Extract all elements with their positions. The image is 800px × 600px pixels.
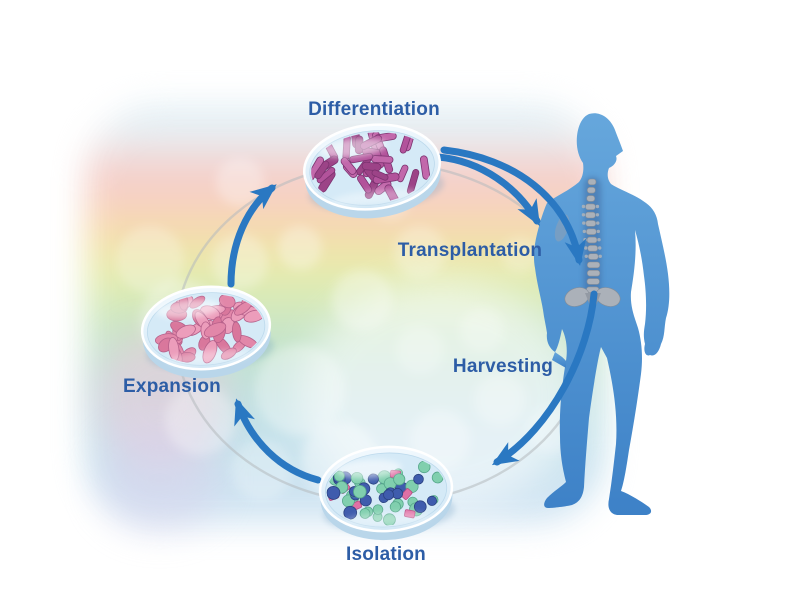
petri-dish-differentiation bbox=[302, 123, 445, 219]
human-body-silhouette bbox=[533, 113, 670, 515]
arrow-differentiation-to-spine bbox=[440, 146, 587, 266]
petri-dish-isolation bbox=[318, 445, 456, 541]
arrow-expansion-to-differentiation bbox=[227, 184, 277, 288]
arrow-differentiation-to-shoulder bbox=[434, 153, 541, 227]
spine-graphic bbox=[581, 177, 602, 299]
arrow-isolation-to-expansion bbox=[234, 398, 322, 484]
label-expansion: Expansion bbox=[123, 376, 221, 397]
label-differentiation: Differentiation bbox=[308, 99, 440, 120]
label-transplantation: Transplantation bbox=[397, 240, 543, 261]
arrow-harvesting bbox=[491, 290, 598, 466]
petri-dish-expansion bbox=[140, 285, 274, 379]
label-harvesting: Harvesting bbox=[452, 356, 554, 377]
label-isolation: Isolation bbox=[346, 544, 426, 565]
